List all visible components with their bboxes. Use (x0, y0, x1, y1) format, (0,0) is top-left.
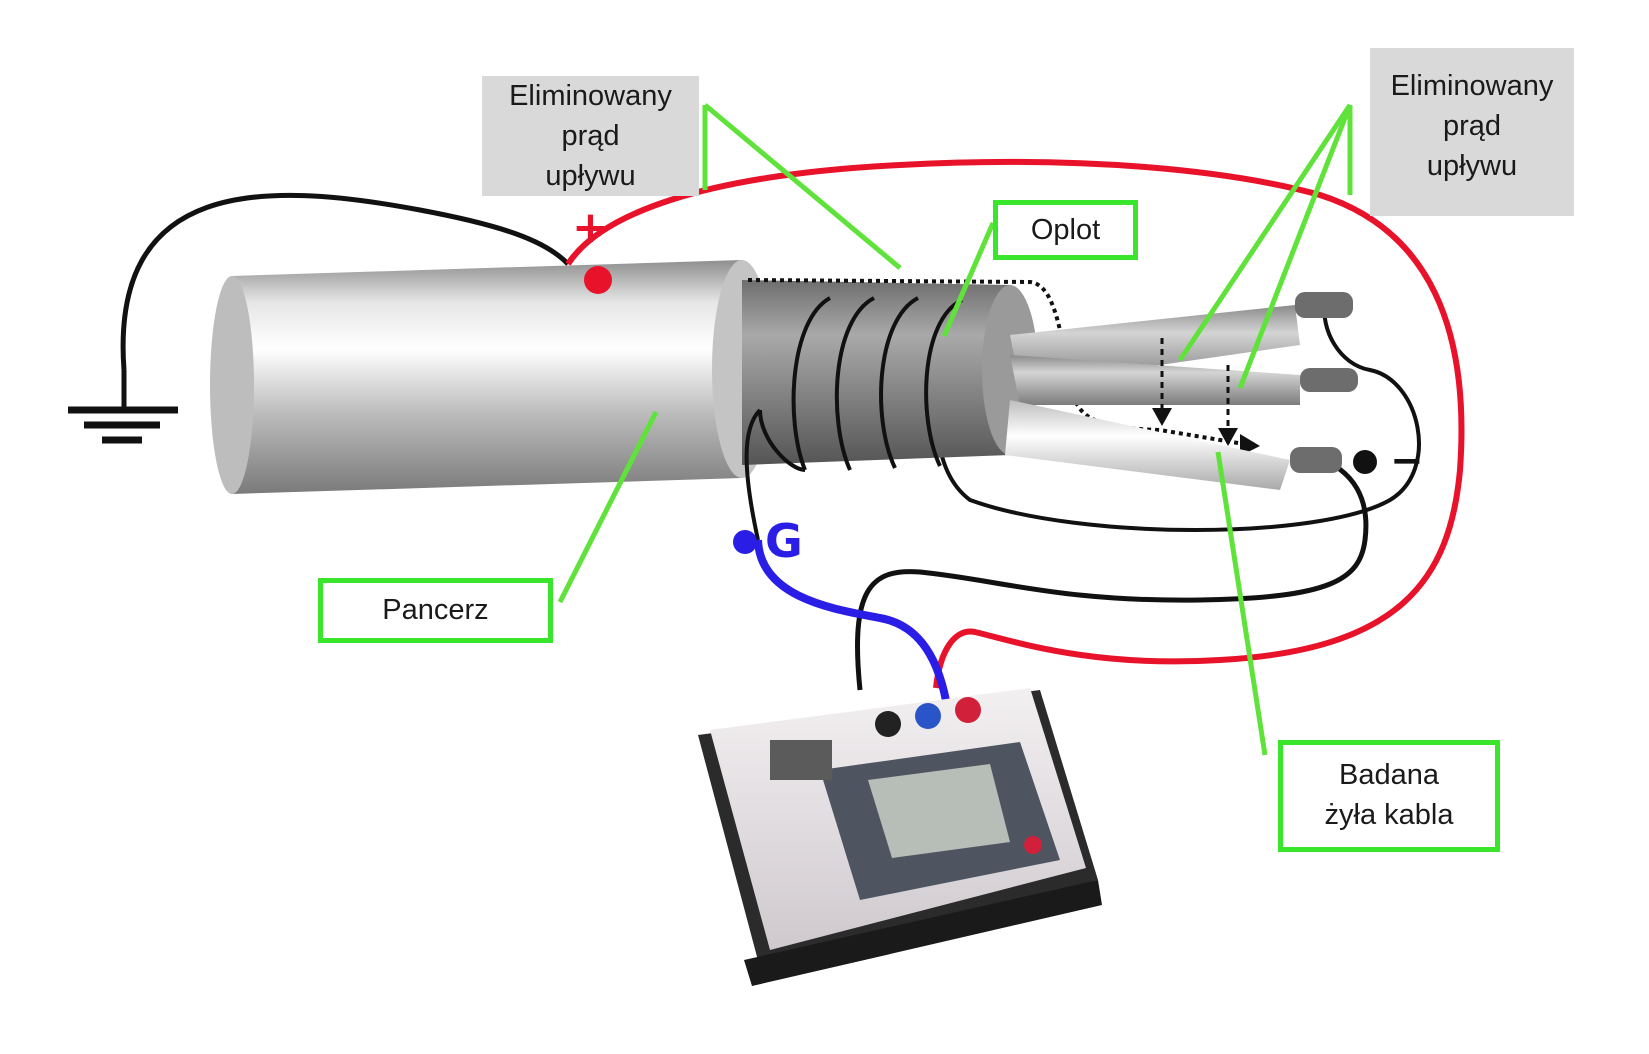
core-callout: Badana żyła kabla (1278, 740, 1500, 852)
bonding-lead (934, 299, 1421, 532)
leakage-callout-left-line3: upływu (545, 160, 636, 192)
leakage-callout-left-line2: prąd (561, 120, 620, 152)
guard-connect (744, 408, 762, 541)
ground-lead (120, 192, 570, 371)
core-label-line1: Badana (1339, 759, 1439, 791)
guard-terminal-dot (733, 530, 757, 554)
leakage-callout-right-line2: prąd (1442, 110, 1502, 142)
leakage-callout-right: Eliminowany prąd upływu (1370, 48, 1574, 216)
core-label-line2: żyła kabla (1324, 799, 1454, 831)
inner-sheath (742, 280, 1038, 465)
guard-lead (754, 539, 952, 713)
armor-label: Pancerz (382, 594, 489, 626)
insulation-tester-icon (698, 688, 1102, 986)
braid-label: Oplot (1030, 214, 1101, 246)
braid-winding (758, 296, 963, 472)
armor-cylinder (210, 260, 772, 494)
negative-terminal-symbol: − (1390, 438, 1424, 484)
leakage-callout-right-line1: Eliminowany (1390, 70, 1554, 102)
leader-lines (557, 103, 1353, 756)
leakage-arrows-right (1152, 338, 1238, 446)
leakage-callout-right-line3: upływu (1426, 150, 1518, 182)
braid-callout: Oplot (993, 200, 1138, 260)
positive-terminal-symbol: + (572, 202, 609, 253)
guard-terminal-symbol: G (765, 514, 803, 568)
leakage-callout-left-line1: Eliminowany (509, 80, 672, 112)
positive-terminal-dot (584, 266, 612, 294)
positive-lead (565, 158, 1465, 689)
armor-callout: Pancerz (318, 578, 553, 643)
cable-cores (1005, 292, 1358, 490)
negative-lead (855, 453, 1369, 691)
ground-symbol-icon (68, 370, 178, 444)
negative-terminal-dot (1353, 450, 1377, 474)
leakage-callout-left: Eliminowany prąd upływu (482, 76, 699, 196)
